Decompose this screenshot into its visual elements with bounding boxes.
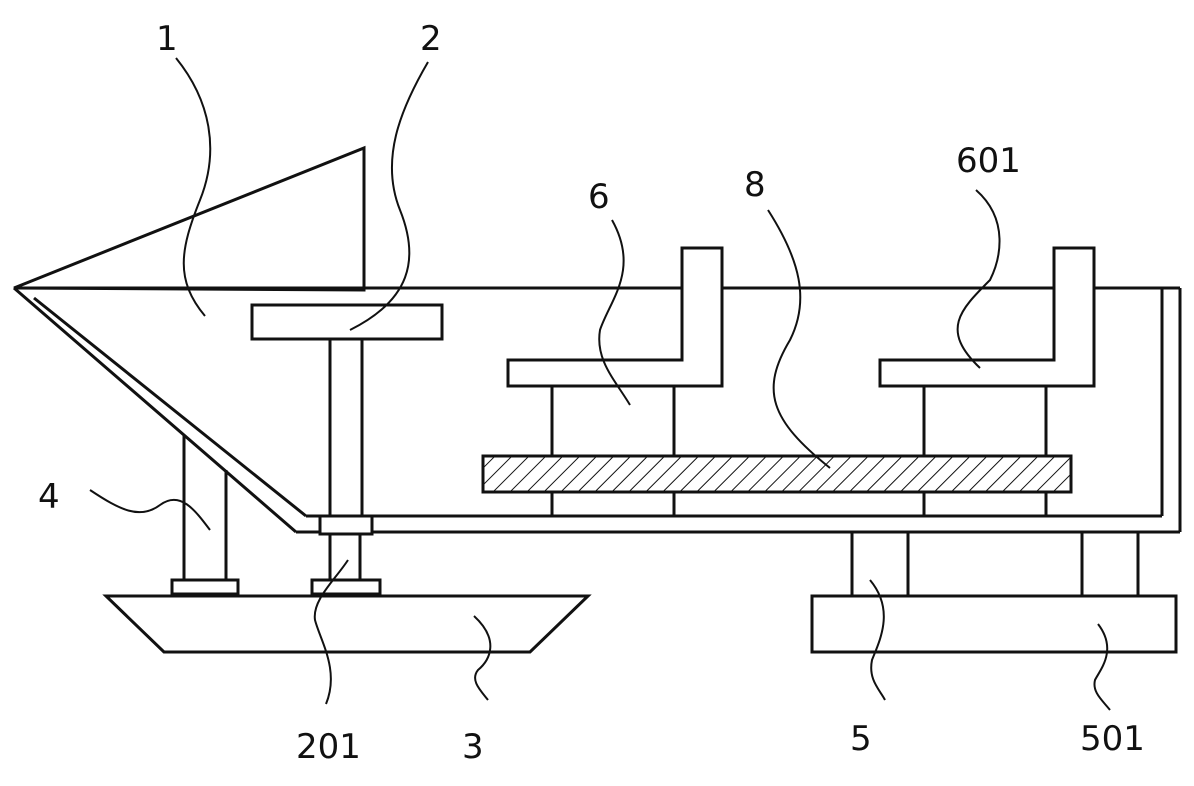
label-4: 4 bbox=[38, 477, 60, 517]
frame bbox=[14, 288, 1180, 532]
press-plate bbox=[252, 305, 442, 339]
hatched-plate bbox=[483, 456, 1071, 492]
support-legs bbox=[172, 435, 238, 594]
label-501: 501 bbox=[1080, 719, 1145, 759]
label-3: 3 bbox=[462, 727, 484, 767]
trapezoid-base bbox=[106, 596, 588, 652]
clamp-right bbox=[880, 248, 1094, 456]
leader-1 bbox=[176, 58, 210, 316]
base-block-501 bbox=[812, 596, 1176, 652]
label-2: 2 bbox=[420, 19, 442, 59]
label-8: 8 bbox=[744, 165, 766, 205]
press-rod bbox=[330, 339, 362, 516]
clamp-left bbox=[508, 248, 722, 456]
press-collar bbox=[320, 516, 372, 534]
label-1: 1 bbox=[156, 19, 178, 59]
leader-601 bbox=[958, 190, 1000, 368]
press-post-201 bbox=[330, 534, 360, 580]
right-leg-5-right bbox=[1082, 532, 1138, 596]
leader-8 bbox=[768, 210, 830, 468]
right-base bbox=[812, 532, 1176, 652]
label-601: 601 bbox=[956, 141, 1021, 181]
hopper-top-triangle bbox=[14, 148, 364, 290]
leader-4 bbox=[90, 490, 210, 530]
clamp-left-body bbox=[508, 248, 722, 386]
press-assembly bbox=[252, 305, 442, 594]
right-leg-5-left bbox=[852, 532, 908, 596]
press-foot bbox=[312, 580, 380, 594]
clamp-right-body bbox=[880, 248, 1094, 386]
reference-labels: 1 2 4 6 8 601 201 3 5 501 bbox=[38, 19, 1145, 767]
label-201: 201 bbox=[296, 727, 361, 767]
label-5: 5 bbox=[850, 719, 872, 759]
leg-foot bbox=[172, 580, 238, 594]
label-6: 6 bbox=[588, 177, 610, 217]
plate-posts bbox=[552, 492, 1046, 516]
